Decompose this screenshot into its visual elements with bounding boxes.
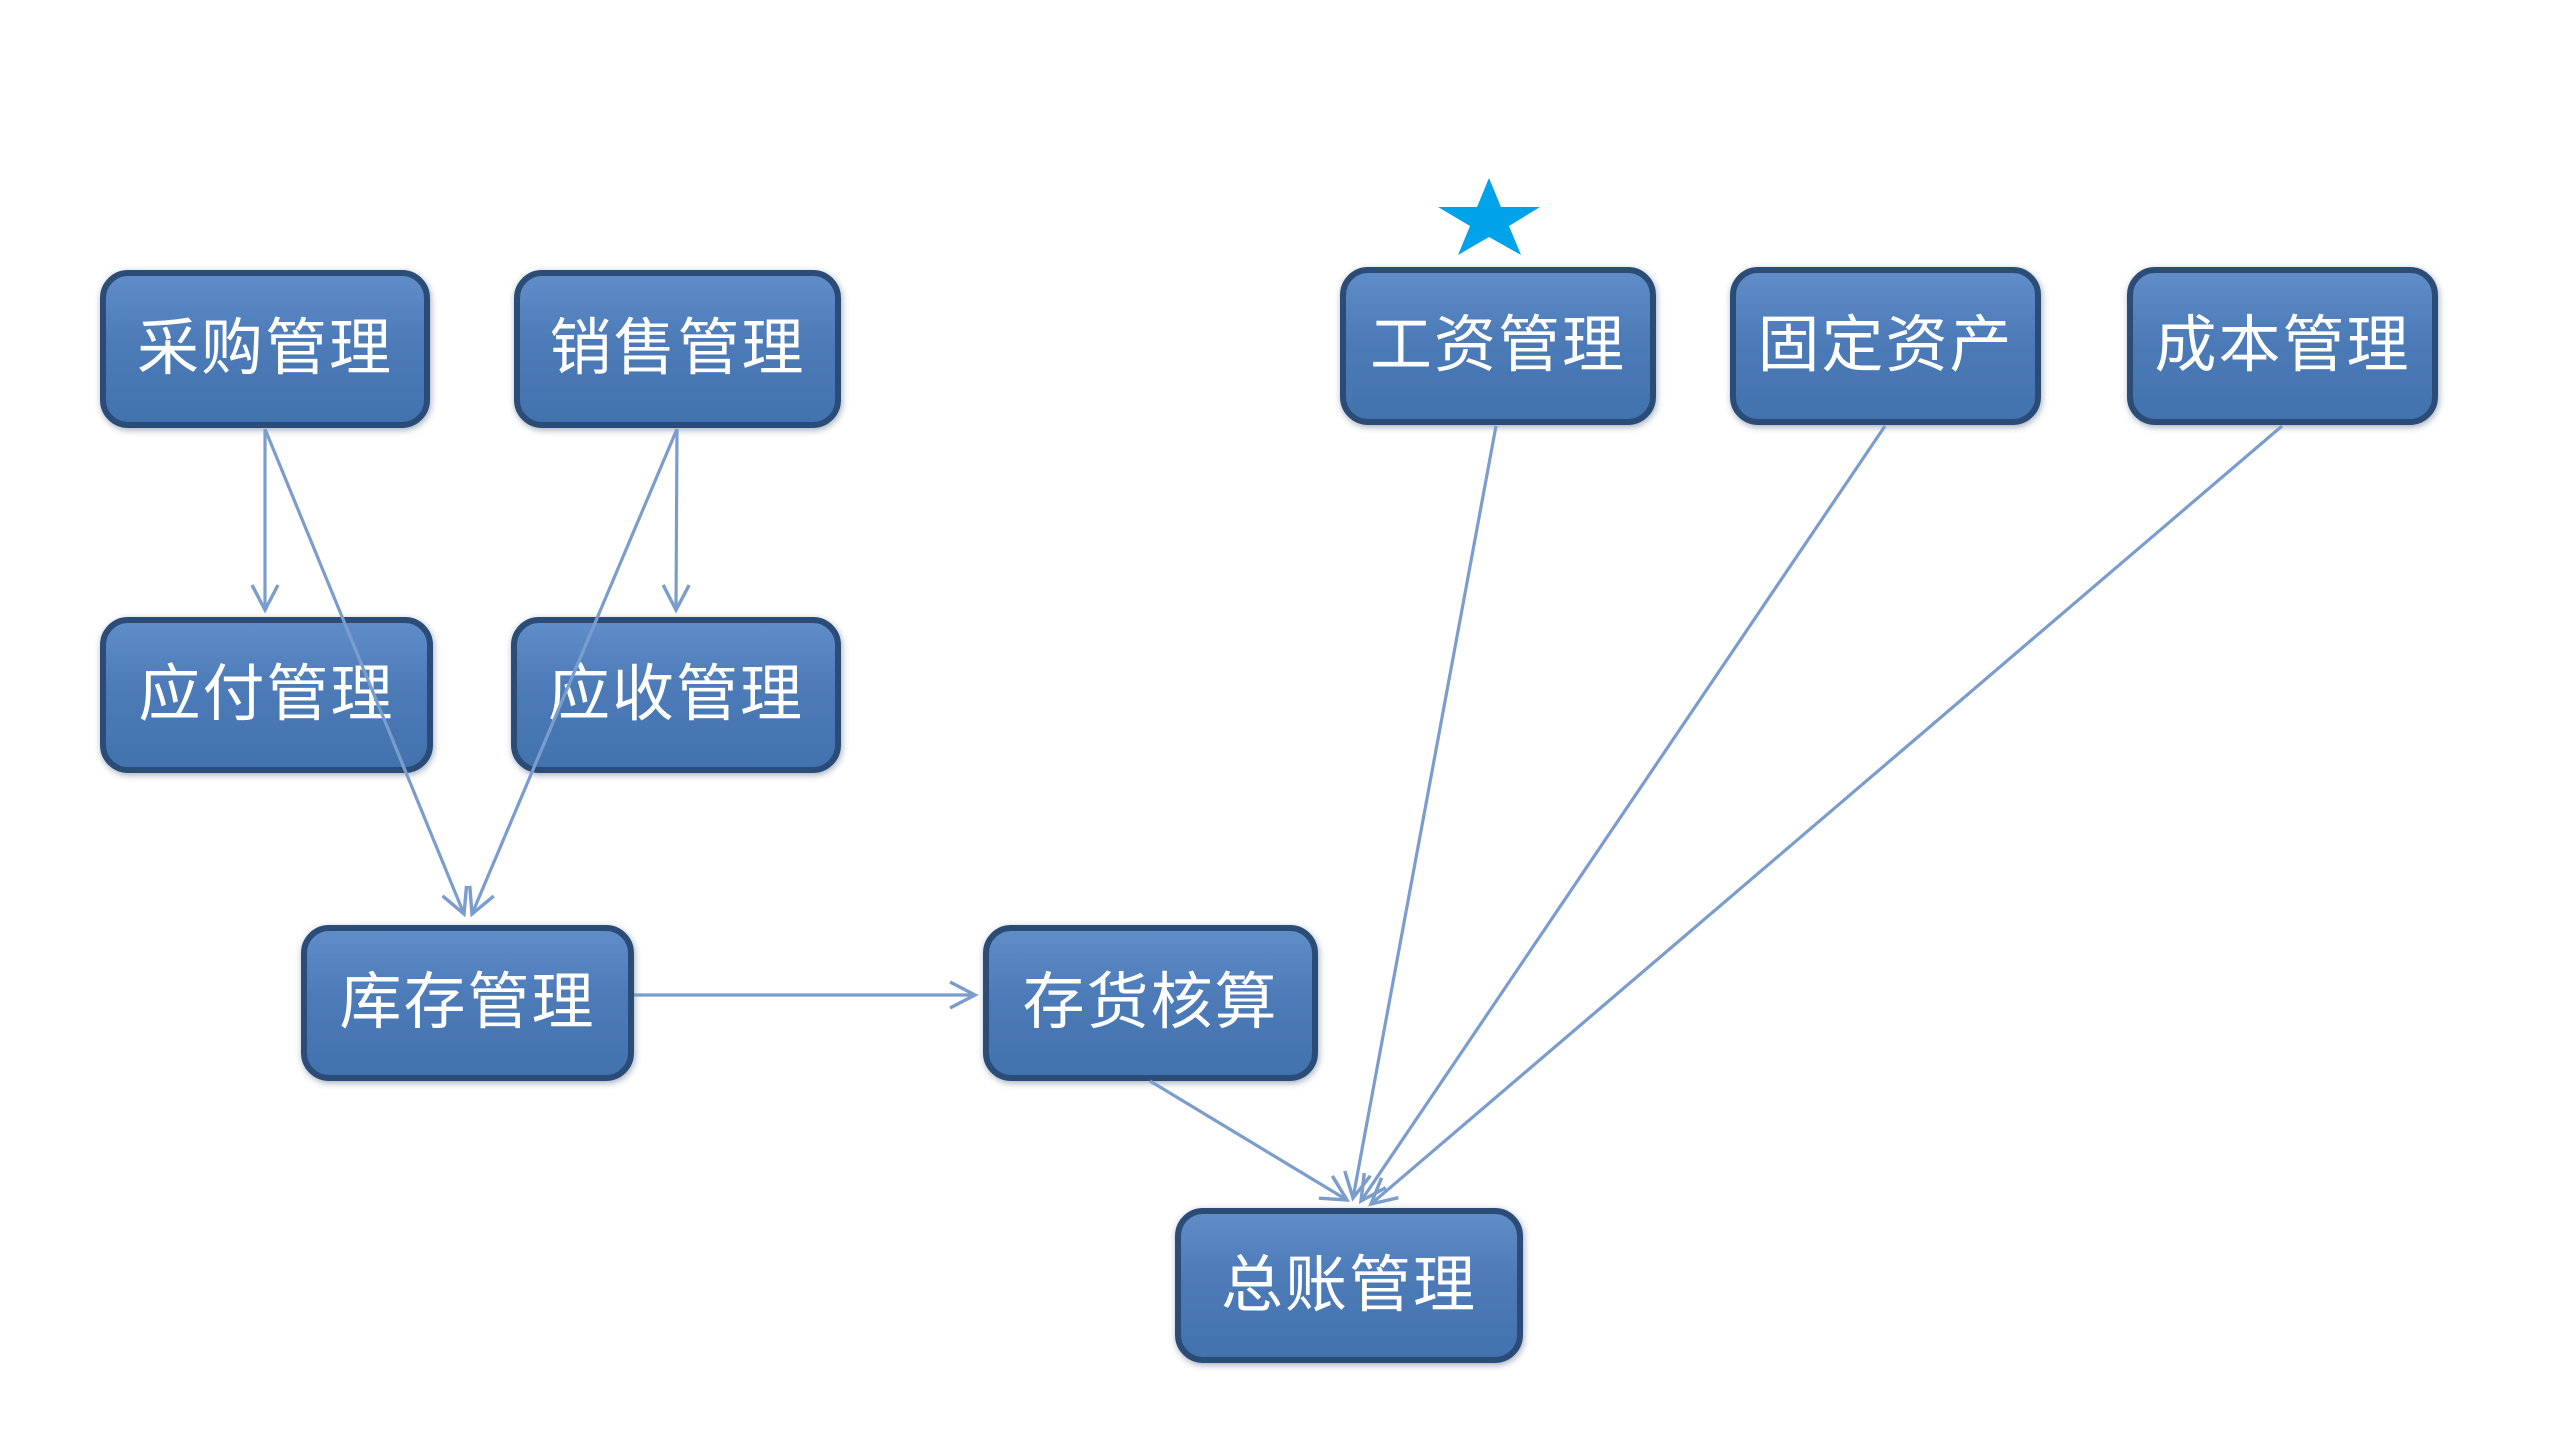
node-fixed-assets: 固定资产 [1730,267,2041,425]
edge-payroll-to-ledger [1343,425,1498,1202]
node-cost-management: 成本管理 [2127,267,2438,425]
node-label: 采购管理 [136,314,393,383]
node-label: 销售管理 [549,314,806,383]
node-label: 成本管理 [2154,311,2411,380]
node-label: 应付管理 [138,660,395,729]
node-purchase-management: 采购管理 [100,270,430,428]
node-label: 存货核算 [1022,968,1279,1037]
node-label: 总账管理 [1220,1250,1477,1320]
node-sales-management: 销售管理 [514,270,841,428]
edge-fixed-assets-to-ledger [1358,425,1887,1205]
edge-sales-to-receivables [661,428,691,614]
node-general-ledger-management: 总账管理 [1175,1208,1523,1363]
edge-inventory-accounting-to-ledger [1149,1079,1351,1202]
node-label: 应收管理 [547,660,804,729]
node-receivables-management: 应收管理 [511,617,841,773]
edge-cost-to-ledger [1368,424,2284,1207]
node-inventory-management: 库存管理 [301,925,634,1081]
node-payroll-management: 工资管理 [1340,267,1656,425]
node-payables-management: 应付管理 [100,617,433,773]
node-inventory-accounting: 存货核算 [983,925,1318,1081]
star-icon [1438,178,1540,255]
node-label: 固定资产 [1757,311,2014,380]
node-label: 库存管理 [339,968,596,1037]
node-label: 工资管理 [1369,311,1626,380]
